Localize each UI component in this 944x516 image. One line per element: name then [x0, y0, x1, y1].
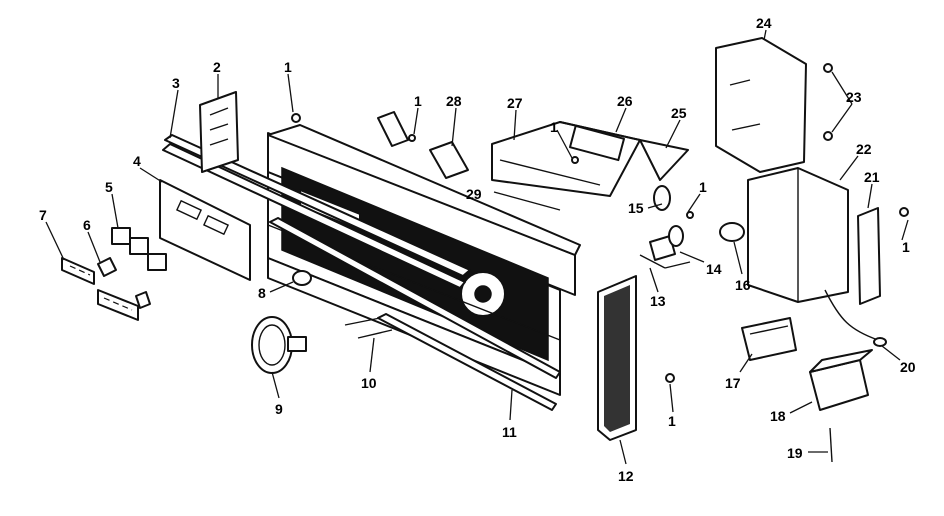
callout-1-top: 1	[284, 59, 292, 75]
callout-1-clip: 1	[414, 93, 422, 109]
control-board	[491, 121, 689, 197]
callout-26: 26	[617, 93, 633, 109]
callout-22: 22	[856, 141, 872, 157]
callout-14: 14	[706, 261, 722, 277]
screw-1f	[665, 373, 675, 383]
callout-6: 6	[83, 217, 91, 233]
screw-10	[344, 317, 393, 339]
callout-3: 3	[172, 75, 180, 91]
timer-knob	[251, 316, 307, 374]
bottom-trim-strip	[269, 217, 561, 411]
callout-18: 18	[770, 408, 786, 424]
callout-1-bracket: 1	[902, 239, 910, 255]
switch-14	[649, 235, 676, 261]
leader-lines	[45, 29, 909, 465]
switch-13	[639, 254, 691, 269]
callout-20: 20	[900, 359, 916, 375]
push-buttons	[111, 227, 167, 271]
callout-11: 11	[502, 424, 517, 440]
clip-28	[429, 141, 469, 179]
callout-7: 7	[39, 207, 47, 223]
callout-28: 28	[446, 93, 462, 109]
callout-1-board: 1	[550, 119, 558, 135]
callout-29: 29	[466, 186, 482, 202]
screw-1c	[571, 156, 579, 164]
indicator-light	[653, 185, 684, 247]
callout-15: 15	[628, 200, 644, 216]
callout-9: 9	[275, 401, 283, 417]
callout-21: 21	[864, 169, 880, 185]
callout-4: 4	[133, 153, 141, 169]
screw-23a	[823, 63, 833, 73]
callout-1-grille: 1	[668, 413, 676, 429]
callout-1-housing: 1	[699, 179, 707, 195]
mounting-bracket	[857, 207, 881, 305]
callout-24: 24	[756, 15, 772, 31]
button-clip	[97, 257, 151, 309]
callout-2: 2	[213, 59, 221, 75]
escutcheon-plate	[159, 179, 251, 281]
button-insert	[61, 257, 139, 321]
screw-23b	[823, 131, 833, 141]
bracket	[199, 91, 239, 173]
screw-1e	[899, 207, 909, 217]
timer-housing	[747, 167, 849, 303]
callout-19: 19	[787, 445, 803, 461]
callout-17: 17	[725, 375, 741, 391]
screw-1a	[291, 113, 301, 123]
callout-8: 8	[258, 285, 266, 301]
bushing	[719, 222, 745, 242]
terminal	[829, 427, 833, 463]
callout-25: 25	[671, 105, 687, 121]
callout-labels: 1 2 3 4 5 6 7 8 9 10 11 12 13 14 15 16 1…	[39, 15, 916, 484]
clip-29	[377, 111, 409, 147]
callout-27: 27	[507, 95, 523, 111]
wire-lead	[824, 289, 879, 341]
selector-switch	[741, 317, 797, 361]
callout-13: 13	[650, 293, 666, 309]
screw-1d	[686, 211, 694, 219]
switch-block	[809, 349, 873, 411]
screw-1b	[408, 134, 416, 142]
callout-12: 12	[618, 468, 634, 484]
wire-connector	[873, 337, 887, 347]
knob-plug	[292, 270, 312, 286]
callout-5: 5	[105, 179, 113, 195]
callout-16: 16	[735, 277, 751, 293]
cover-plate	[715, 37, 807, 173]
vent-grille	[597, 275, 637, 441]
callout-10: 10	[361, 375, 377, 391]
callout-23: 23	[846, 89, 862, 105]
